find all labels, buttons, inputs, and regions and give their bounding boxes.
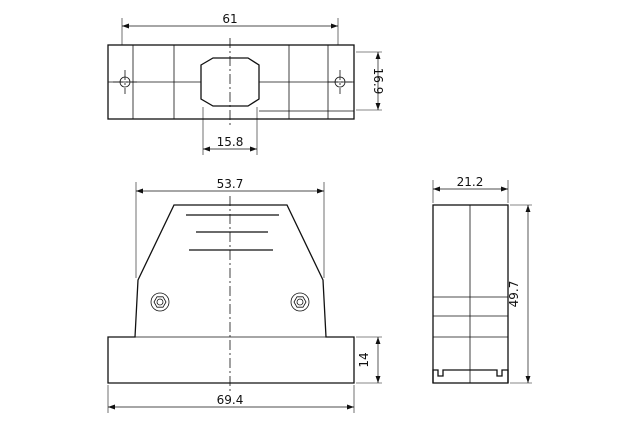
screw-nut-right [293, 296, 307, 308]
side-view-outline [432, 204, 509, 384]
screw-core-left [156, 298, 164, 306]
front-view: 53.7 69.4 14 [107, 177, 382, 413]
screw-core-right [296, 298, 304, 306]
dim-top-height: 16.9 [371, 68, 385, 95]
top-view-cable-opening [200, 57, 260, 107]
dim-flange-height: 14 [357, 352, 371, 367]
dim-front-base-width: 69.4 [217, 393, 244, 407]
side-view-slot [432, 369, 509, 383]
dim-side-height: 49.7 [507, 281, 521, 308]
screw-head-left [150, 292, 170, 312]
dim-top-width: 61 [222, 12, 237, 26]
top-view: 61 16.9 15.8 [107, 12, 385, 155]
screw-left [150, 292, 170, 312]
screw-right [290, 292, 310, 312]
screw-nut-left [153, 296, 167, 308]
dim-front-top-width: 53.7 [217, 177, 244, 191]
dim-opening: 15.8 [217, 135, 244, 149]
front-view-outline [107, 204, 355, 384]
side-view: 21.2 49.7 [432, 175, 532, 384]
screw-head-right [290, 292, 310, 312]
dim-side-width: 21.2 [457, 175, 484, 189]
